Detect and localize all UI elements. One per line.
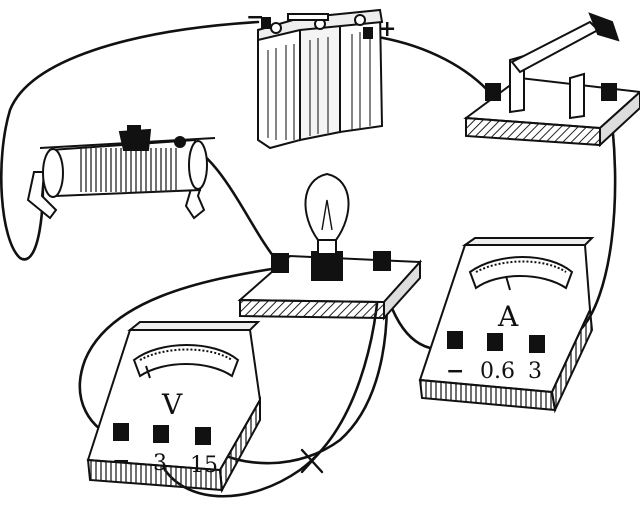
ammeter-terminal-3: 3 (528, 359, 542, 384)
lamp-board (237, 251, 423, 321)
rheostat (26, 125, 216, 220)
wire-battery-to-rheostat (0, 20, 260, 261)
voltmeter-terminal-15: 15 (190, 453, 218, 478)
ammeter (418, 237, 595, 414)
wire-battery-to-switch (370, 34, 494, 97)
battery (257, 8, 384, 150)
battery-negative-label: − (246, 4, 264, 30)
wire-lamp-to-voltmeter-neg (78, 266, 280, 442)
ammeter-terminal-0-6: 0.6 (480, 359, 515, 384)
voltmeter (86, 321, 262, 494)
ammeter-terminal-neg: − (446, 358, 464, 384)
voltmeter-terminal-3: 3 (153, 451, 167, 476)
lamp-bulb-icon (304, 172, 350, 281)
ammeter-symbol: A (497, 300, 519, 333)
voltmeter-symbol: V (161, 388, 183, 421)
voltmeter-terminal-neg: − (112, 448, 130, 474)
battery-positive-label: + (378, 16, 396, 42)
error-cross-icon (300, 448, 324, 474)
knife-switch (463, 12, 640, 148)
